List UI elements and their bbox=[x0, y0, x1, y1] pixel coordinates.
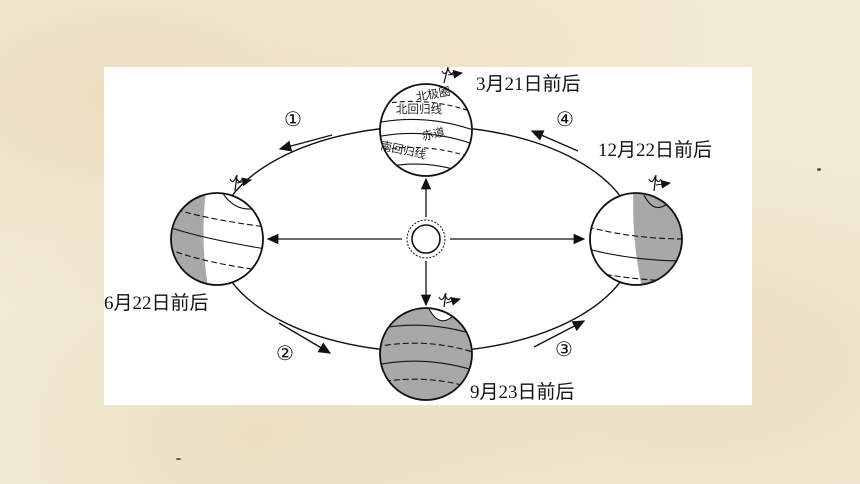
orbit-arrow-3 bbox=[533, 320, 586, 348]
background-speck bbox=[176, 458, 181, 460]
orbit-arrow-4 bbox=[530, 130, 579, 152]
globe-september bbox=[379, 292, 473, 401]
globe-march bbox=[379, 67, 473, 177]
date-label-june: 6月22日前后 bbox=[104, 293, 209, 314]
tropic-of-cancer-label: 北回归线 bbox=[396, 102, 442, 116]
segment-number-4: ④ bbox=[556, 107, 574, 131]
orbit-arrow-2 bbox=[278, 322, 332, 354]
orbit-arrow-1 bbox=[278, 134, 333, 152]
segment-number-2: ② bbox=[276, 341, 294, 365]
orbit-diagram bbox=[170, 67, 683, 401]
background-speck bbox=[817, 168, 821, 171]
segment-number-1: ① bbox=[284, 107, 302, 131]
segment-number-3: ③ bbox=[555, 337, 573, 361]
globe-june bbox=[170, 174, 264, 286]
date-label-december: 12月22日前后 bbox=[598, 140, 713, 161]
sun-icon bbox=[406, 219, 446, 259]
date-label-march: 3月21日前后 bbox=[476, 74, 581, 95]
date-label-september: 9月23日前后 bbox=[470, 382, 575, 403]
diagram-panel: 3月21日前后 6月22日前后 9月23日前后 12月22日前后 ① ② ③ ④… bbox=[104, 67, 752, 405]
globe-december bbox=[589, 174, 683, 286]
